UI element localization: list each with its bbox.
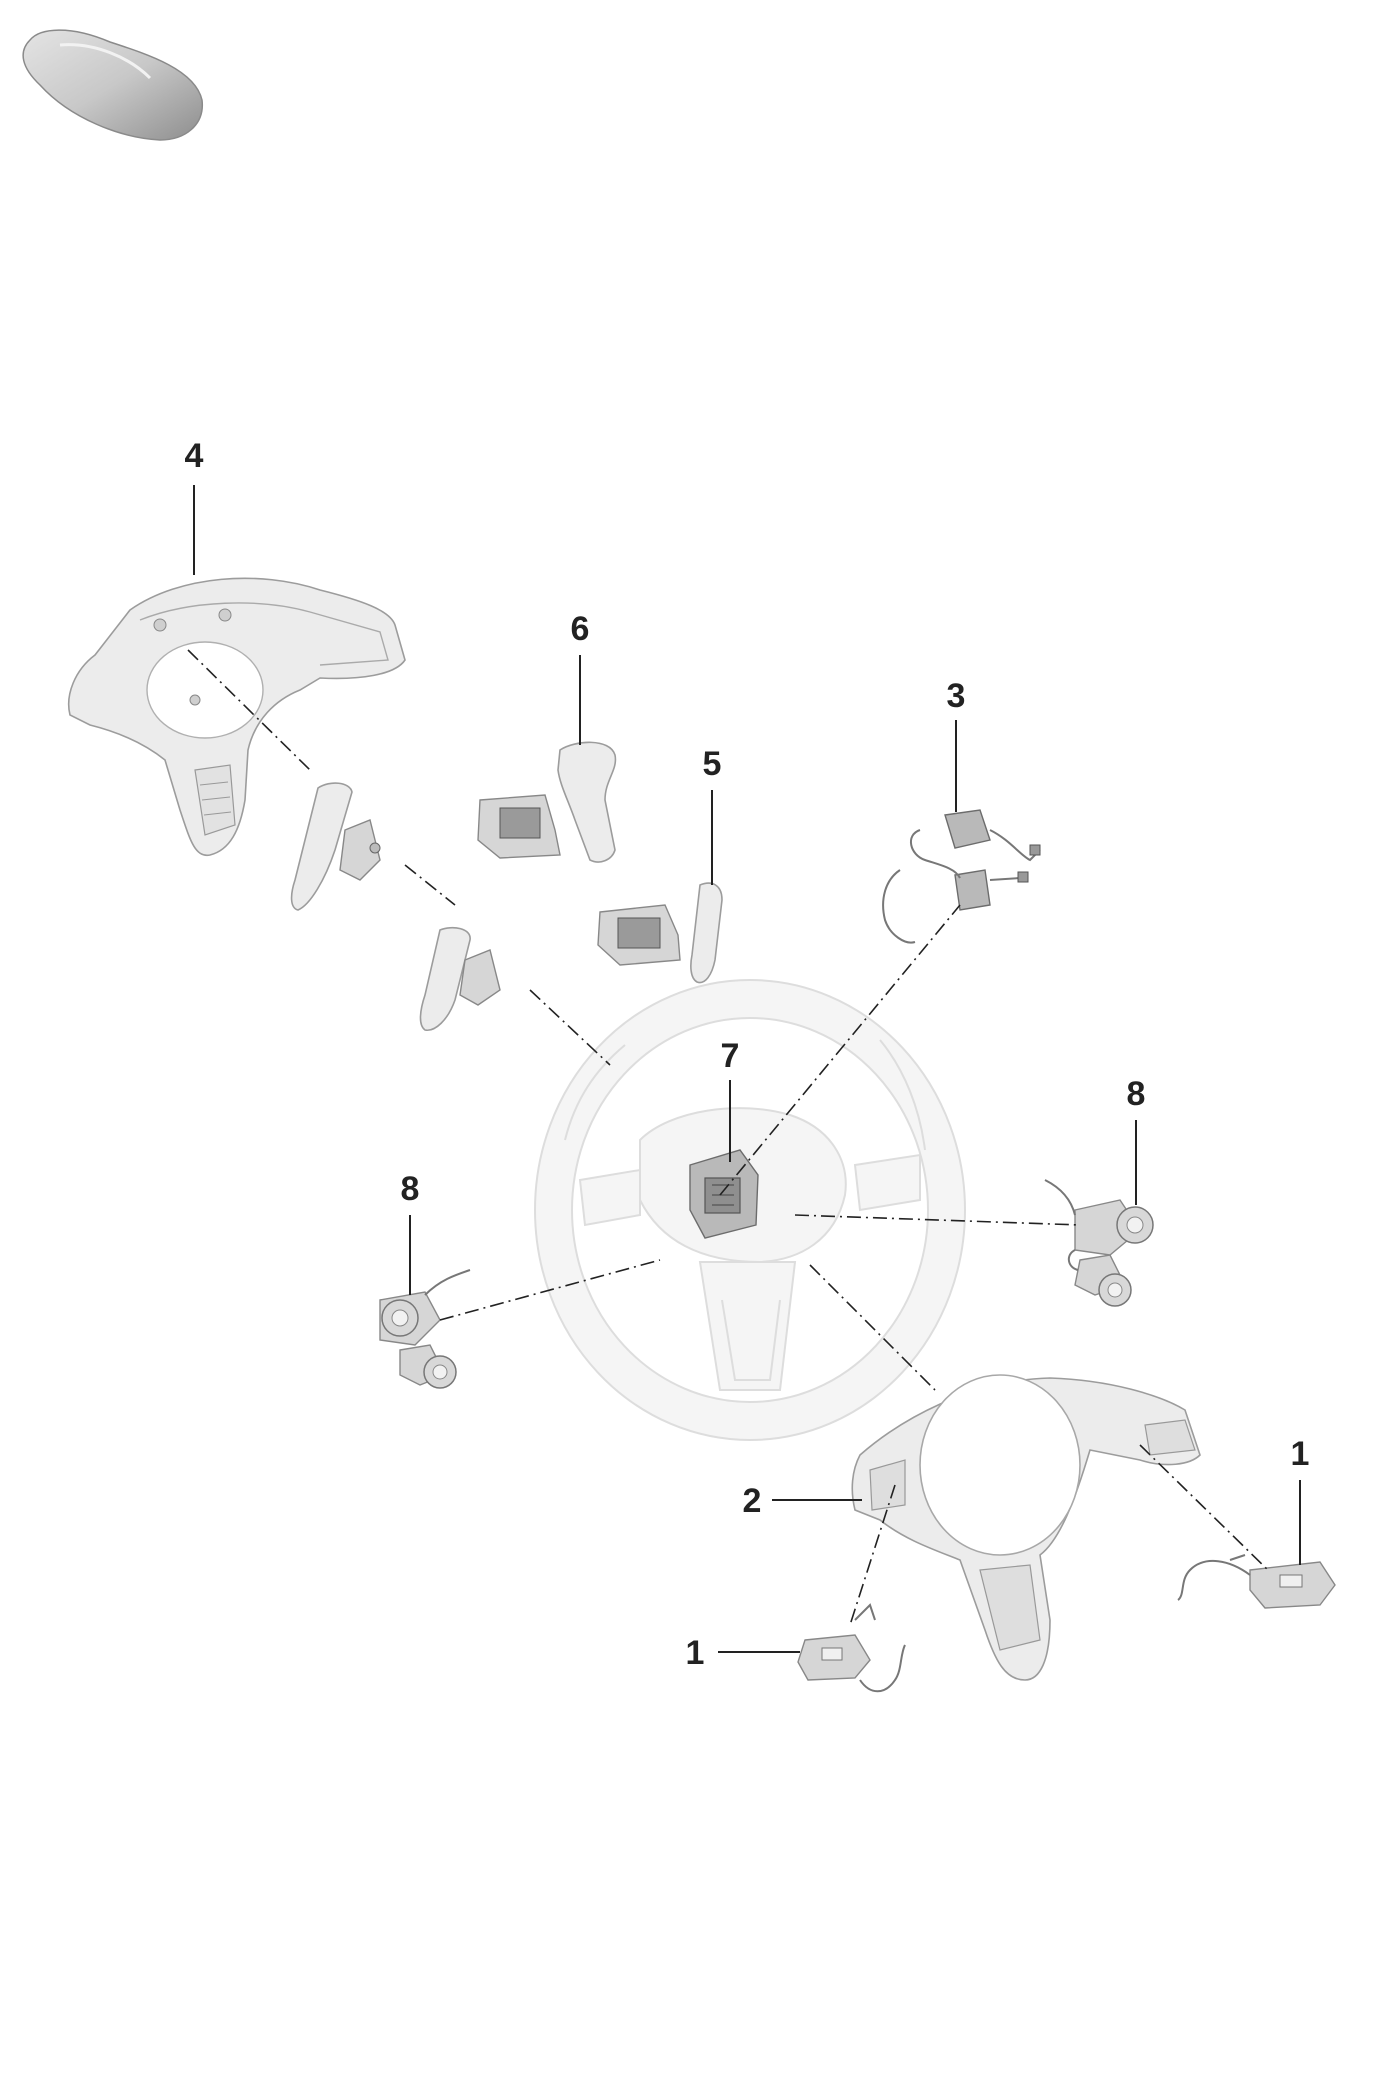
- callout-2: 2: [743, 1482, 762, 1520]
- shift-paddle-right-part[interactable]: [419, 926, 501, 1031]
- upper-trim-cover-part[interactable]: [68, 577, 406, 857]
- callout-4: 4: [185, 437, 204, 475]
- shift-paddle-lower-part[interactable]: [597, 882, 723, 984]
- callout-7: 7: [721, 1037, 740, 1075]
- callout-8-right: 8: [1127, 1075, 1146, 1113]
- lower-trim-cover-part[interactable]: [851, 1374, 1201, 1681]
- callout-5: 5: [703, 745, 722, 783]
- multifunction-switch-right-part[interactable]: [1177, 1554, 1336, 1609]
- assembly-lines: [187, 649, 1271, 1626]
- leader-lines: [193, 485, 1301, 1653]
- callout-3: 3: [947, 677, 966, 715]
- center-module-part[interactable]: [689, 1149, 759, 1239]
- callout-1-right: 1: [1291, 1435, 1310, 1473]
- shift-paddle-left-part[interactable]: [290, 782, 381, 911]
- callout-1-left: 1: [686, 1634, 705, 1672]
- car-model-thumbnail-icon[interactable]: [22, 29, 203, 141]
- roller-switch-right-part[interactable]: [1044, 1179, 1154, 1307]
- multifunction-switch-left-part[interactable]: [797, 1603, 906, 1693]
- callout-6: 6: [571, 610, 590, 648]
- wiring-harness-part[interactable]: [882, 809, 1041, 944]
- roller-switch-left-part[interactable]: [379, 1269, 471, 1389]
- callout-labels: 4 6 5 3 7 8 8 2 1 1: [185, 437, 1310, 1672]
- callout-8-left: 8: [401, 1170, 420, 1208]
- shift-paddle-upper-part[interactable]: [477, 741, 617, 863]
